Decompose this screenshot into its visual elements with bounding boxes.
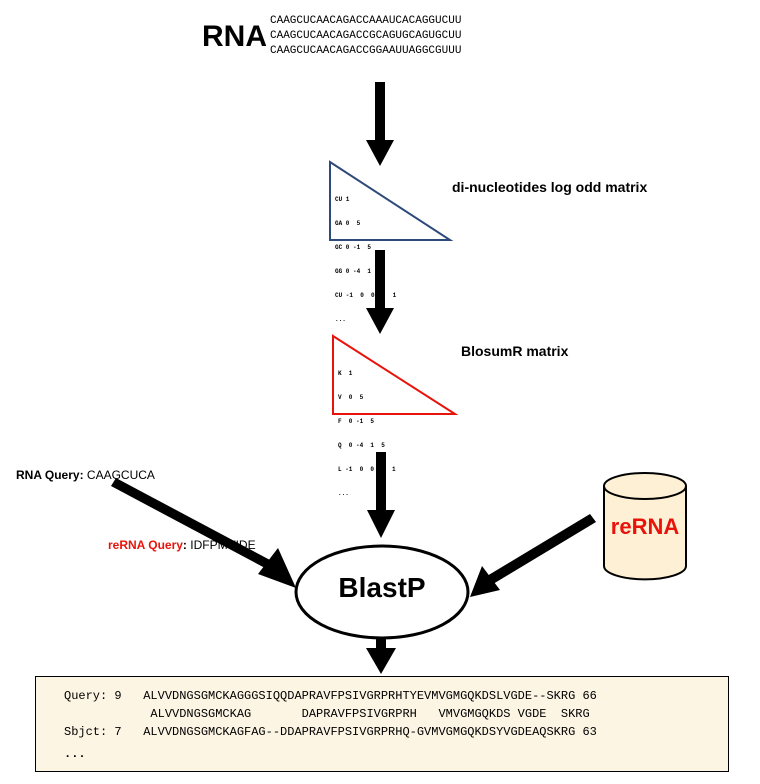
rna-sequence-1: CAAGCUCAACAGACCAAAUCACAGGUCUU: [270, 15, 462, 27]
matrix-row: ...: [335, 316, 346, 323]
matrix-row: CU -1 0 0 0 1: [335, 292, 397, 299]
alignment-query-line: Query: 9 ALVVDNGSGMCKAGGGSIQQDAPRAVFPSIV…: [64, 689, 597, 703]
rna-query-label: RNA Query:: [16, 468, 84, 482]
matrix-row: Q 0 -4 1 5: [338, 442, 385, 449]
database-cylinder: [603, 472, 687, 581]
blosumr-matrix-triangle: [332, 334, 459, 415]
matrix-row: K 1: [338, 370, 353, 377]
matrix-row: ...: [338, 490, 349, 497]
alignment-result-box: Query: 9 ALVVDNGSGMCKAGGGSIQQDAPRAVFPSIV…: [35, 676, 729, 772]
alignment-subject-line: Sbjct: 7 ALVVDNGSGMCKAGFAG--DDAPRAVFPSIV…: [64, 725, 597, 739]
matrix-row: GA 0 5: [335, 220, 361, 227]
rerna-query: reRNA Query: IDFPMVIDE: [108, 538, 256, 552]
rerna-query-label: reRNA Query: [108, 538, 183, 552]
rna-label: RNA: [202, 20, 267, 53]
arrow-query-to-blastp: [111, 478, 296, 588]
arrow-blosumr-to-blastp: [367, 452, 395, 538]
blosumr-matrix-label: BlosumR matrix: [461, 343, 569, 359]
rna-sequence-3: CAAGCUCAACAGACCGGAAUUAGGCGUUU: [270, 45, 462, 57]
dinucleotide-matrix-triangle: [329, 160, 454, 241]
alignment-match-line: ALVVDNGSGMCKAG DAPRAVFPSIVGRPRH VMVGMGQK…: [64, 707, 590, 721]
database-label: reRNA: [610, 514, 680, 539]
arrow-rna-to-dinuc: [366, 82, 394, 166]
rerna-query-sep: :: [182, 538, 187, 552]
arrow-blastp-to-alignment: [366, 638, 396, 674]
matrix-row: V 0 5: [338, 394, 364, 401]
blosumr-matrix-values: K 1 V 0 5 F 0 -1 5 Q 0 -4 1 5 L -1 0 0 0…: [338, 354, 396, 514]
matrix-row: GG 0 -4 1 5: [335, 268, 382, 275]
matrix-row: F 0 -1 5: [338, 418, 375, 425]
arrow-dinuc-to-blosumr: [366, 250, 394, 334]
rna-sequence-2: CAAGCUCAACAGACCGCAGUGCAGUGCUU: [270, 30, 462, 42]
matrix-row: CU 1: [335, 196, 350, 203]
alignment-ellipsis: ...: [64, 747, 86, 761]
matrix-row: GC 0 -1 5: [335, 244, 372, 251]
dinucleotide-matrix-values: CU 1 GA 0 5 GC 0 -1 5 GG 0 -4 1 5 CU -1 …: [335, 180, 396, 340]
rerna-query-value: IDFPMVIDE: [190, 538, 256, 552]
matrix-row: L -1 0 0 0 1: [338, 466, 396, 473]
blastp-label: BlastP: [338, 572, 426, 603]
rna-query-value: CAAGCUCA: [86, 468, 155, 482]
arrow-database-to-blastp: [470, 514, 596, 597]
rna-query: RNA Query: CAAGCUCA: [16, 468, 155, 482]
dinucleotide-matrix-label: di-nucleotides log odd matrix: [452, 179, 648, 195]
